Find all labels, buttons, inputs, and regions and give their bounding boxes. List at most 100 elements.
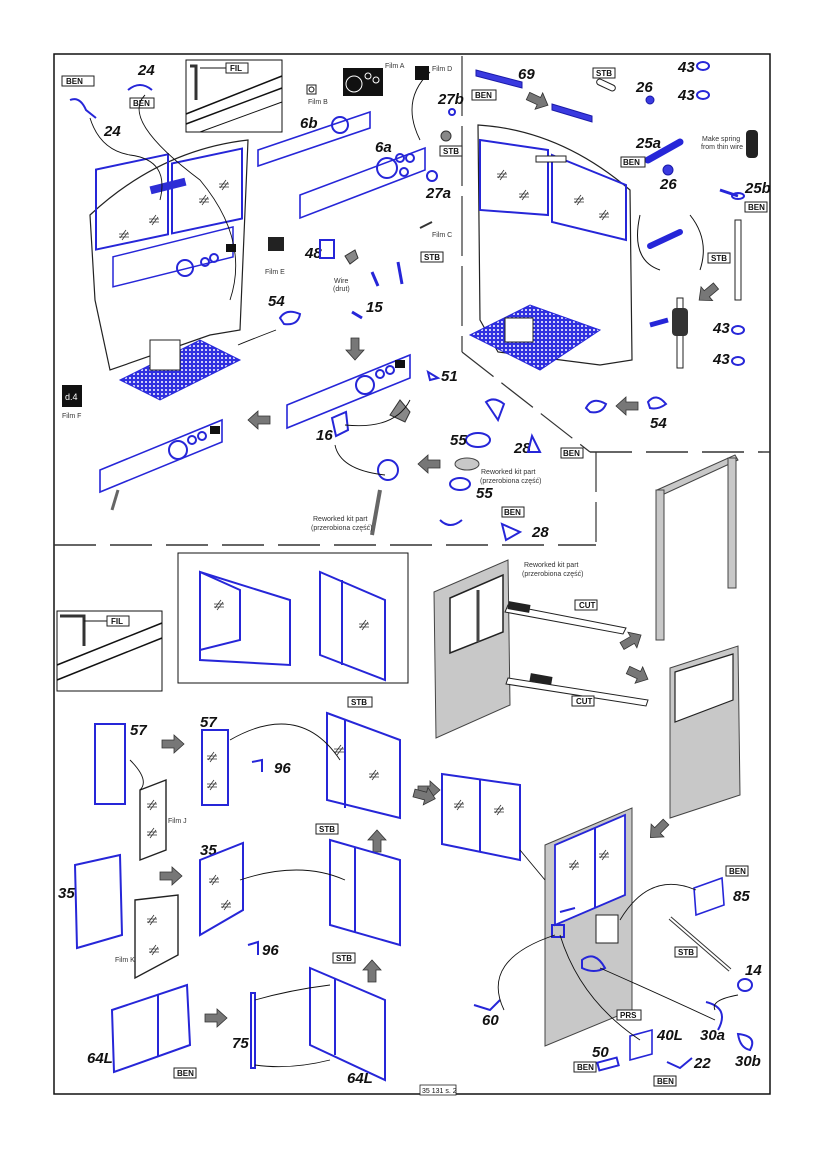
svg-text:Wire: Wire xyxy=(334,278,348,285)
reworked-door: Reworked kit part (przerobiona część) xyxy=(433,559,583,739)
part-26-top: 26 xyxy=(635,79,655,105)
cut-knife-top: CUT xyxy=(504,599,646,655)
down-arrow xyxy=(345,337,365,361)
svg-text:(przerobiona część): (przerobiona część) xyxy=(480,478,541,485)
part-35-with-glass: 35 96 xyxy=(199,841,279,959)
svg-text:BEN: BEN xyxy=(729,867,746,876)
svg-text:16: 16 xyxy=(316,427,333,444)
svg-text:35: 35 xyxy=(58,885,75,902)
film-f: d.4 Film F xyxy=(62,385,82,420)
svg-text:30b: 30b xyxy=(735,1053,761,1070)
part-28-bottom: BEN 28 xyxy=(500,506,549,542)
svg-text:60: 60 xyxy=(482,1012,499,1029)
lever-detail: STB xyxy=(637,214,742,301)
svg-text:BEN: BEN xyxy=(563,449,580,458)
svg-text:FIL: FIL xyxy=(111,617,123,626)
part-15: Wire (drut) 15 xyxy=(333,261,404,320)
film-a: Film A xyxy=(343,63,405,96)
svg-text:STB: STB xyxy=(319,825,335,834)
part-75: 75 xyxy=(232,992,256,1069)
svg-text:43: 43 xyxy=(677,87,695,104)
part-35-frame: 35 xyxy=(58,853,124,950)
svg-text:CUT: CUT xyxy=(576,697,593,706)
dashboard-6a: 6a xyxy=(299,139,426,220)
part-25a: 25a BEN xyxy=(620,135,684,168)
svg-text:Film E: Film E xyxy=(265,269,285,276)
svg-text:Reworked kit part: Reworked kit part xyxy=(313,516,368,523)
film-d: Film D xyxy=(415,66,452,80)
svg-text:43: 43 xyxy=(712,351,730,368)
stb-tag-dash: STB xyxy=(420,251,444,263)
svg-text:STB: STB xyxy=(443,147,459,156)
left-arrow-2 xyxy=(417,454,441,474)
part-43-bottom: 43 43 xyxy=(712,320,745,368)
fil-detail-inset: FIL xyxy=(185,59,283,133)
window-assembly-combined xyxy=(441,772,521,862)
film-j: Film J xyxy=(139,778,187,862)
part-85: BEN 85 xyxy=(693,865,750,917)
part-48: 48 xyxy=(304,239,359,265)
svg-text:27a: 27a xyxy=(425,185,451,202)
svg-text:25b: 25b xyxy=(744,180,771,197)
assembled-door xyxy=(544,807,633,1047)
arrow-right-4 xyxy=(204,1008,228,1028)
spring-post xyxy=(649,278,723,369)
film-k: Film K xyxy=(115,894,179,980)
film-e: Film E xyxy=(265,237,285,276)
part-64L-flat: 64L BEN xyxy=(87,983,197,1079)
svg-text:69: 69 xyxy=(518,66,535,83)
cut-knife-bottom: CUT xyxy=(505,661,653,707)
svg-text:22: 22 xyxy=(693,1055,711,1072)
dashboard-step-2 xyxy=(286,353,411,430)
svg-text:28: 28 xyxy=(531,524,549,541)
svg-text:6b: 6b xyxy=(300,115,318,132)
fil-tag: FIL xyxy=(230,64,242,73)
part-55-group: 55 Reworked kit part (przerobiona część)… xyxy=(439,398,541,526)
svg-text:CUT: CUT xyxy=(579,601,596,610)
film-b: Film B xyxy=(306,84,328,106)
part-57-with-glass: 57 96 xyxy=(200,714,291,806)
cab-front-assembly-left xyxy=(89,139,249,401)
stb-rod: STB xyxy=(668,916,732,972)
svg-text:STB: STB xyxy=(336,954,352,963)
fil-detail-inset-2: FIL xyxy=(56,610,163,692)
cab-front-assembly-right xyxy=(468,124,633,371)
svg-text:BEN: BEN xyxy=(623,158,640,167)
spring-note: Make spring from thin wire xyxy=(701,130,758,158)
svg-text:24: 24 xyxy=(103,123,121,140)
svg-text:BEN: BEN xyxy=(657,1077,674,1086)
part-69: 69 BEN xyxy=(471,66,593,123)
footer-code: 35 131 s. 2 xyxy=(419,1084,457,1096)
ben-tag: BEN xyxy=(66,77,83,86)
part-54-left: 54 xyxy=(268,293,302,326)
section-dividers xyxy=(54,56,770,546)
svg-text:26: 26 xyxy=(659,176,677,193)
svg-text:55: 55 xyxy=(476,485,493,502)
svg-text:Film B: Film B xyxy=(308,99,328,106)
svg-text:35 131 s. 2: 35 131 s. 2 xyxy=(422,1088,457,1095)
svg-text:BEN: BEN xyxy=(577,1063,594,1072)
page-frame xyxy=(53,53,771,1095)
part-57-frame: 57 xyxy=(94,722,147,805)
svg-text:64L: 64L xyxy=(347,1070,373,1087)
window-preview-inset xyxy=(177,552,409,684)
svg-text:14: 14 xyxy=(745,962,762,979)
svg-text:96: 96 xyxy=(274,760,291,777)
svg-text:(drut): (drut) xyxy=(333,286,350,293)
svg-text:26: 26 xyxy=(635,79,653,96)
part-24-left: BEN 24 xyxy=(61,75,121,140)
svg-text:PRS: PRS xyxy=(620,1011,637,1020)
part-25b: 25b BEN xyxy=(719,180,771,213)
svg-text:51: 51 xyxy=(441,368,458,385)
svg-text:BEN: BEN xyxy=(475,91,492,100)
dashboard-step-3 xyxy=(99,418,223,511)
svg-text:Film D: Film D xyxy=(432,66,452,73)
svg-text:from thin wire: from thin wire xyxy=(701,144,743,151)
svg-text:STB: STB xyxy=(596,69,612,78)
svg-text:Make spring: Make spring xyxy=(702,136,740,143)
svg-text:STB: STB xyxy=(678,948,694,957)
svg-text:64L: 64L xyxy=(87,1050,113,1067)
door-frame xyxy=(655,454,739,641)
svg-text:STB: STB xyxy=(711,254,727,263)
